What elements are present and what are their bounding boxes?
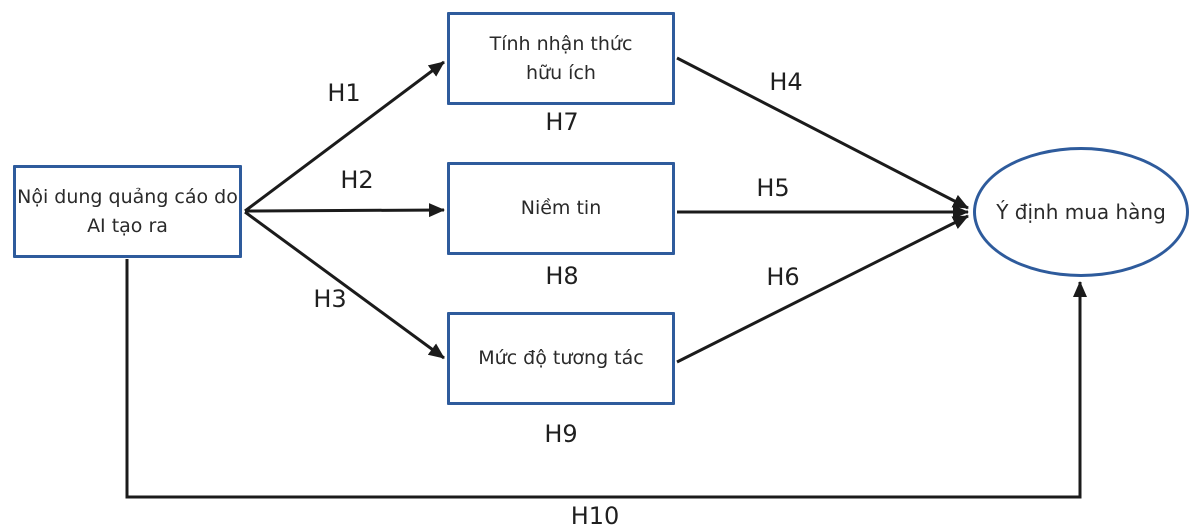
hypothesis-label-h6: H6 (766, 263, 800, 291)
node-purchase-intention-label: Ý định mua hàng (996, 200, 1166, 224)
node-ai-content: Nội dung quảng cáo do AI tạo ra (13, 165, 242, 258)
node-trust-label: Niềm tin (520, 197, 602, 220)
hypothesis-label-h4: H4 (769, 68, 803, 96)
hypothesis-label-h2: H2 (340, 166, 374, 194)
node-trust: Niềm tin (447, 162, 675, 255)
hypothesis-label-h10: H10 (570, 502, 620, 530)
hypothesis-label-h8: H8 (545, 262, 579, 290)
node-purchase-intention: Ý định mua hàng (973, 147, 1189, 277)
arrow-h10 (125, 259, 1087, 499)
hypothesis-label-h5: H5 (756, 174, 790, 202)
hypothesis-label-h9: H9 (544, 420, 578, 448)
hypothesis-label-h3: H3 (313, 285, 347, 313)
node-ai-content-label: Nội dung quảng cáo do AI tạo ra (17, 186, 238, 237)
hypothesis-label-h7: H7 (545, 108, 579, 136)
hypothesis-label-h1: H1 (327, 79, 361, 107)
arrow-h2 (244, 203, 445, 218)
arrow-h4 (676, 56, 969, 210)
node-perceived-usefulness-label: Tính nhận thức hữu ích (489, 33, 633, 84)
arrow-h6 (676, 214, 969, 364)
node-interaction-level-label: Mức độ tương tác (478, 347, 644, 370)
arrow-h1 (244, 60, 445, 213)
node-interaction-level: Mức độ tương tác (447, 312, 675, 405)
node-perceived-usefulness: Tính nhận thức hữu ích (447, 12, 675, 105)
arrow-h3 (244, 210, 445, 360)
